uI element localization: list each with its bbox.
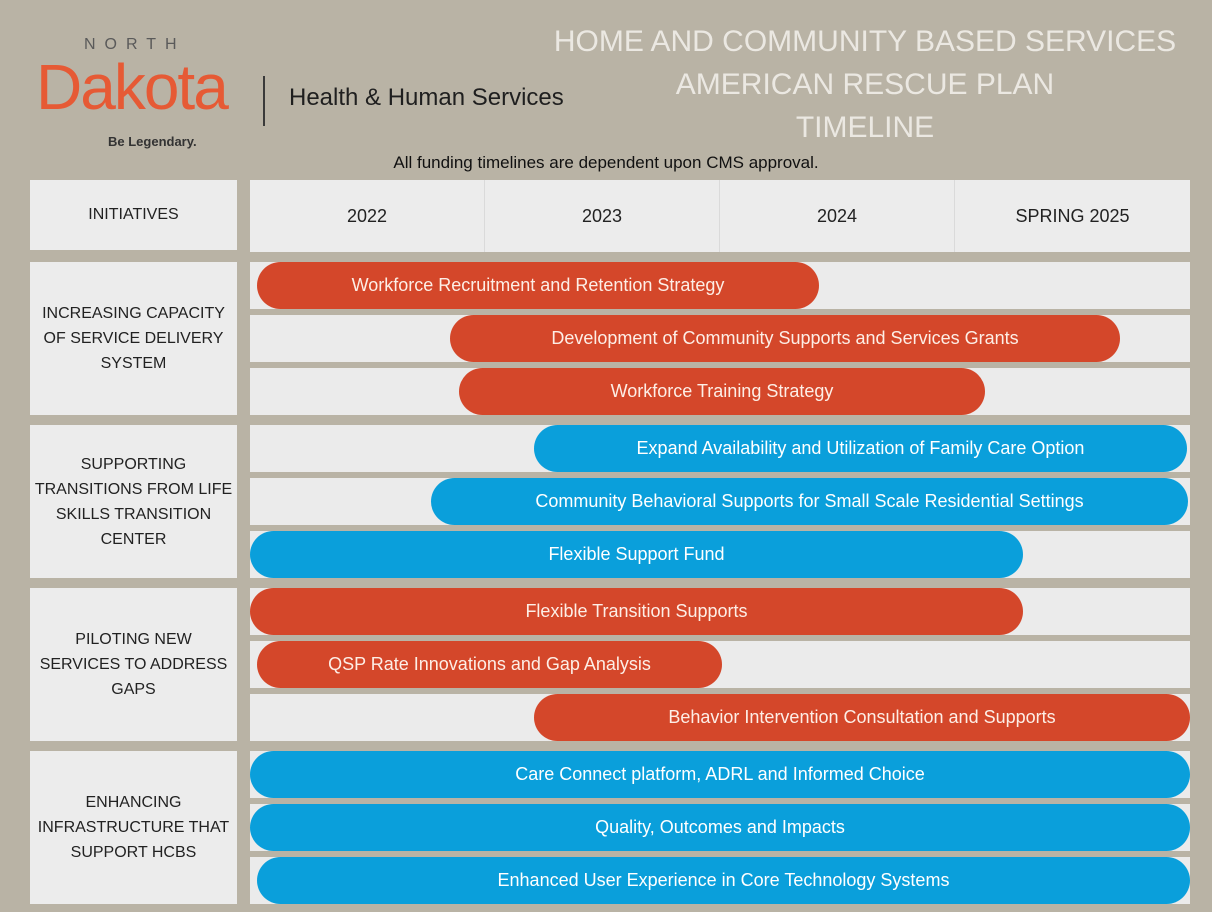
timeline-bar: Workforce Recruitment and Retention Stra… [257,262,819,309]
timeline-bar: QSP Rate Innovations and Gap Analysis [257,641,722,688]
logo-dakota-text: Dakota [36,51,229,123]
title-line-2: AMERICAN RESCUE PLAN [675,68,1055,101]
page-title: HOME AND COMMUNITY BASED SERVICES AMERIC… [540,20,1190,149]
logo-north-text: NORTH [84,36,186,53]
department-name: Health & Human Services [289,84,564,111]
logo-tagline: Be Legendary. [108,134,197,149]
funding-note: All funding timelines are dependent upon… [393,153,819,172]
timeline-bar: Expand Availability and Utilization of F… [534,425,1187,472]
timeline-bar: Flexible Support Fund [250,531,1023,578]
year-header-2022: 2022 [250,180,485,252]
initiatives-header: INITIATIVES [30,180,237,250]
logo-divider [263,76,265,126]
timeline-bar: Community Behavioral Supports for Small … [431,478,1188,525]
timeline-bar: Flexible Transition Supports [250,588,1023,635]
timeline-bar: Enhanced User Experience in Core Technol… [257,857,1190,904]
year-header-spring-2025: SPRING 2025 [1015,205,1130,226]
group-label: INCREASING CAPACITY OF SERVICE DELIVERY … [30,262,237,415]
timeline-bar: Behavior Intervention Consultation and S… [534,694,1190,741]
timeline-bar: Care Connect platform, ADRL and Informed… [250,751,1190,798]
group-label: PILOTING NEW SERVICES TO ADDRESS GAPS [30,588,237,741]
year-header-2024: 2024 [720,180,955,252]
group-label: ENHANCING INFRASTRUCTURE THAT SUPPORT HC… [30,751,237,904]
year-header-row: 2022 2023 2024 SPRING 2025 [250,180,1190,252]
timeline-bar: Development of Community Supports and Se… [450,315,1120,362]
timeline-bar: Workforce Training Strategy [459,368,985,415]
title-line-1: HOME AND COMMUNITY BASED SERVICES [553,25,1177,58]
title-line-3: TIMELINE [795,111,935,144]
year-header-2023: 2023 [485,180,720,252]
timeline-bar: Quality, Outcomes and Impacts [250,804,1190,851]
group-label: SUPPORTING TRANSITIONS FROM LIFE SKILLS … [30,425,237,578]
